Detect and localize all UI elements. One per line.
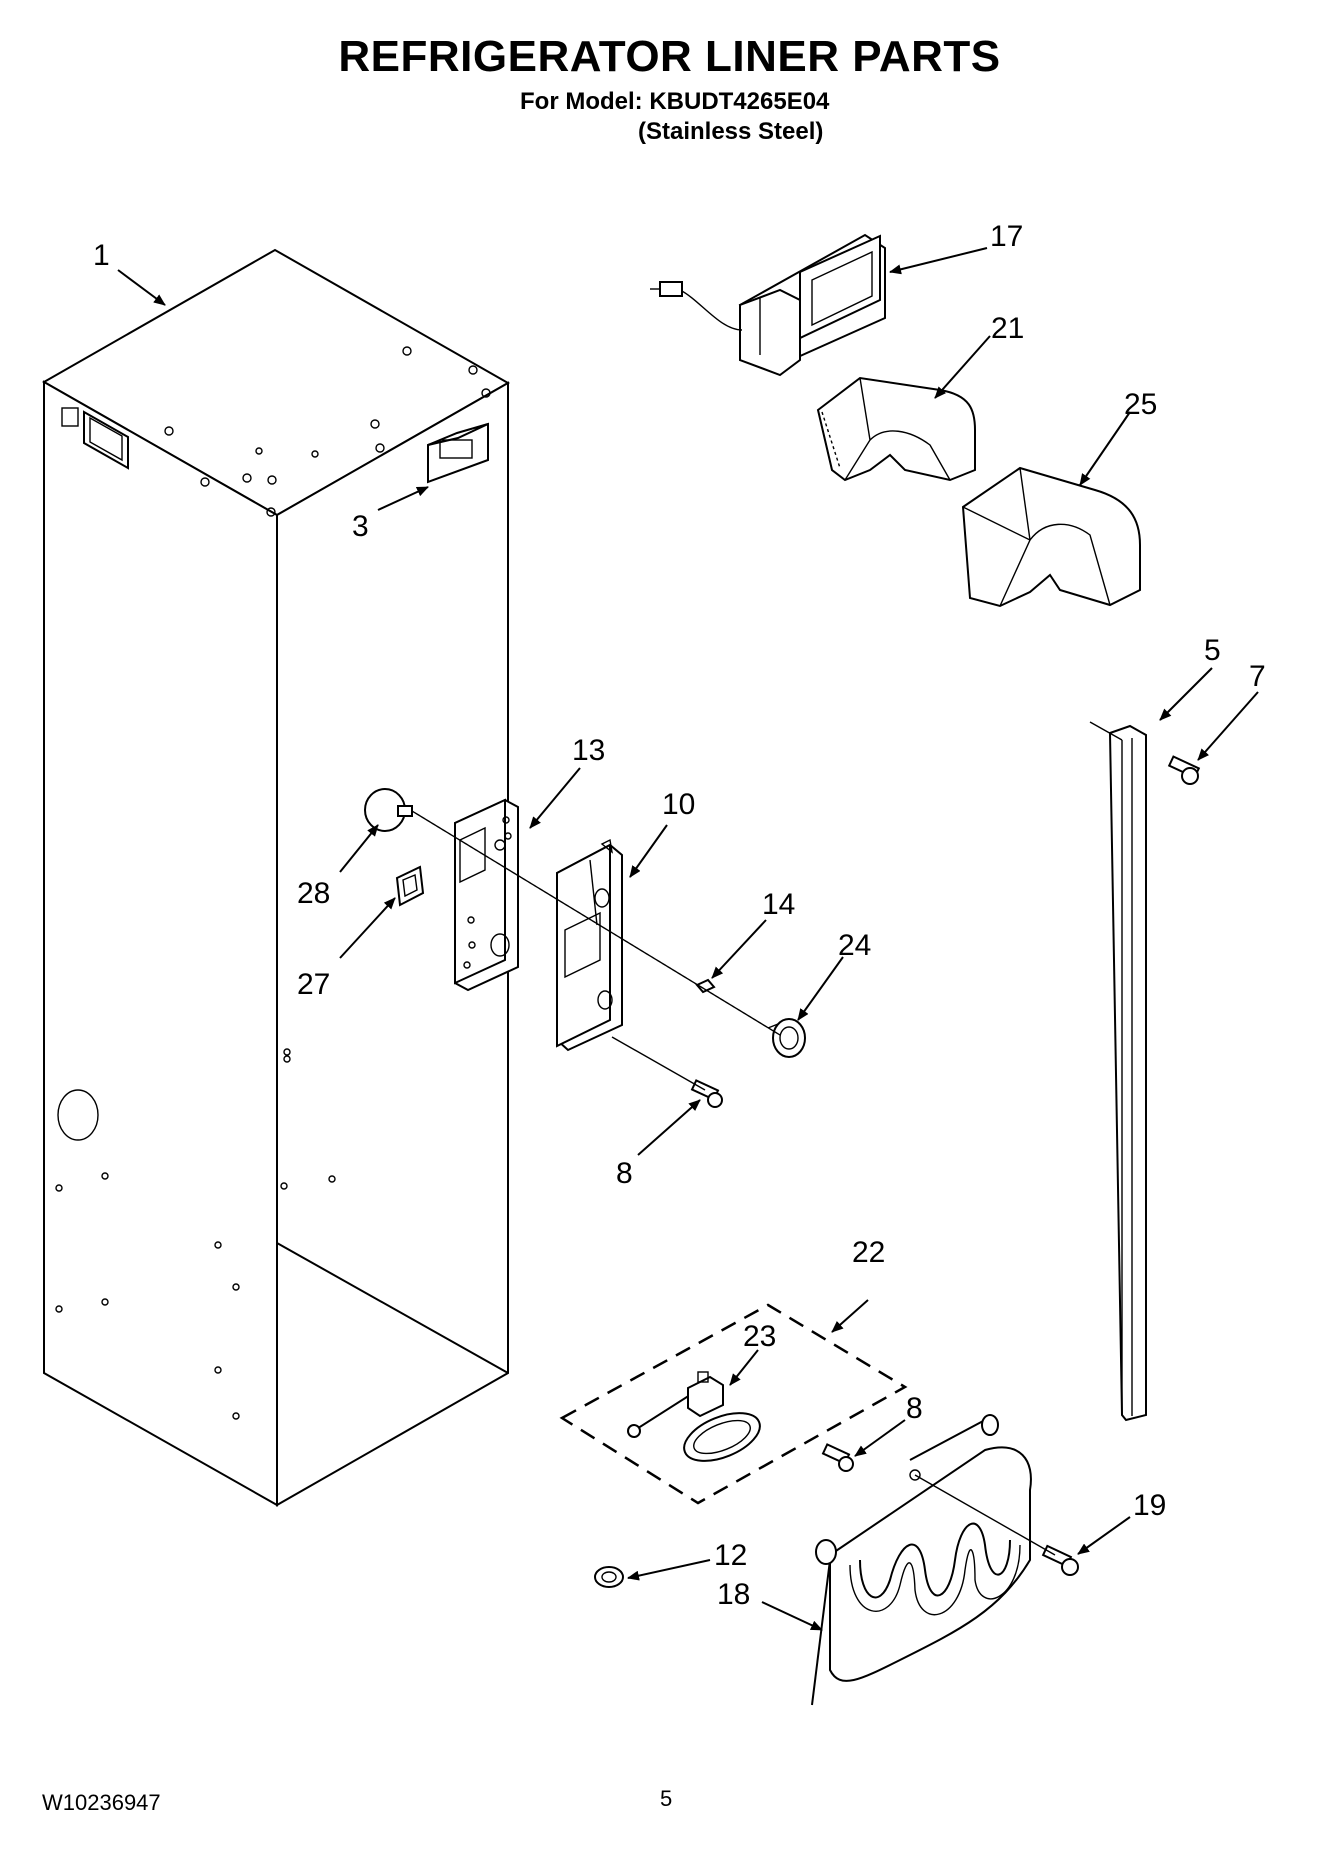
callout-17: 17 — [990, 220, 1023, 253]
document-number: W10236947 — [42, 1790, 161, 1815]
callout-14: 14 — [762, 888, 795, 921]
part-27-pad[interactable] — [395, 865, 425, 907]
callout-21: 21 — [991, 312, 1024, 345]
callout-3: 3 — [352, 510, 369, 543]
callout-22: 22 — [852, 1236, 885, 1269]
model-line: For Model: KBUDT4265E04 — [520, 88, 830, 115]
part-25-duct[interactable] — [961, 466, 1141, 608]
page-number: 5 — [660, 1786, 673, 1811]
part-13-hinge[interactable] — [454, 798, 519, 992]
part-12-grommet[interactable] — [594, 1566, 624, 1588]
callout-1: 1 — [93, 239, 110, 272]
leader-arrows — [117, 247, 1259, 1631]
part-21-duct[interactable] — [816, 376, 976, 482]
part-7-screw[interactable] — [1167, 755, 1201, 785]
callout-23: 23 — [743, 1320, 776, 1353]
callout-7: 7 — [1249, 660, 1266, 693]
part-23-sensor[interactable] — [627, 1371, 724, 1438]
part-14-clip[interactable] — [695, 978, 716, 994]
callout-10: 10 — [662, 788, 695, 821]
callout-27: 27 — [297, 968, 330, 1001]
part-17-module[interactable] — [650, 233, 886, 377]
callout-24: 24 — [838, 929, 871, 962]
part-18-heater[interactable] — [811, 1414, 1032, 1706]
sensor-cover[interactable] — [677, 1403, 766, 1470]
callout-5: 5 — [1204, 634, 1221, 667]
page-title: REFRIGERATOR LINER PARTS — [338, 32, 1001, 81]
part-10-bracket[interactable] — [556, 838, 623, 1052]
cabinet-liner[interactable] — [41, 248, 511, 1507]
part-24-plug[interactable] — [767, 1018, 806, 1058]
finish-line: (Stainless Steel) — [638, 118, 824, 145]
callout-28: 28 — [297, 877, 330, 910]
part-19-screw[interactable] — [1041, 1544, 1079, 1576]
callout-18: 18 — [717, 1578, 750, 1611]
callout-12: 12 — [714, 1539, 747, 1572]
callout-25: 25 — [1124, 388, 1157, 421]
callout-8-lower: 8 — [906, 1392, 923, 1425]
part-8-screw-lower[interactable] — [821, 1443, 854, 1472]
callout-8-upper: 8 — [616, 1157, 633, 1190]
callout-19: 19 — [1133, 1489, 1166, 1522]
part-22-kit-outline — [559, 1303, 908, 1505]
top-vent[interactable] — [427, 422, 489, 484]
callout-13: 13 — [572, 734, 605, 767]
part-5-rail[interactable] — [1089, 721, 1147, 1422]
part-28-knob[interactable] — [364, 788, 413, 832]
